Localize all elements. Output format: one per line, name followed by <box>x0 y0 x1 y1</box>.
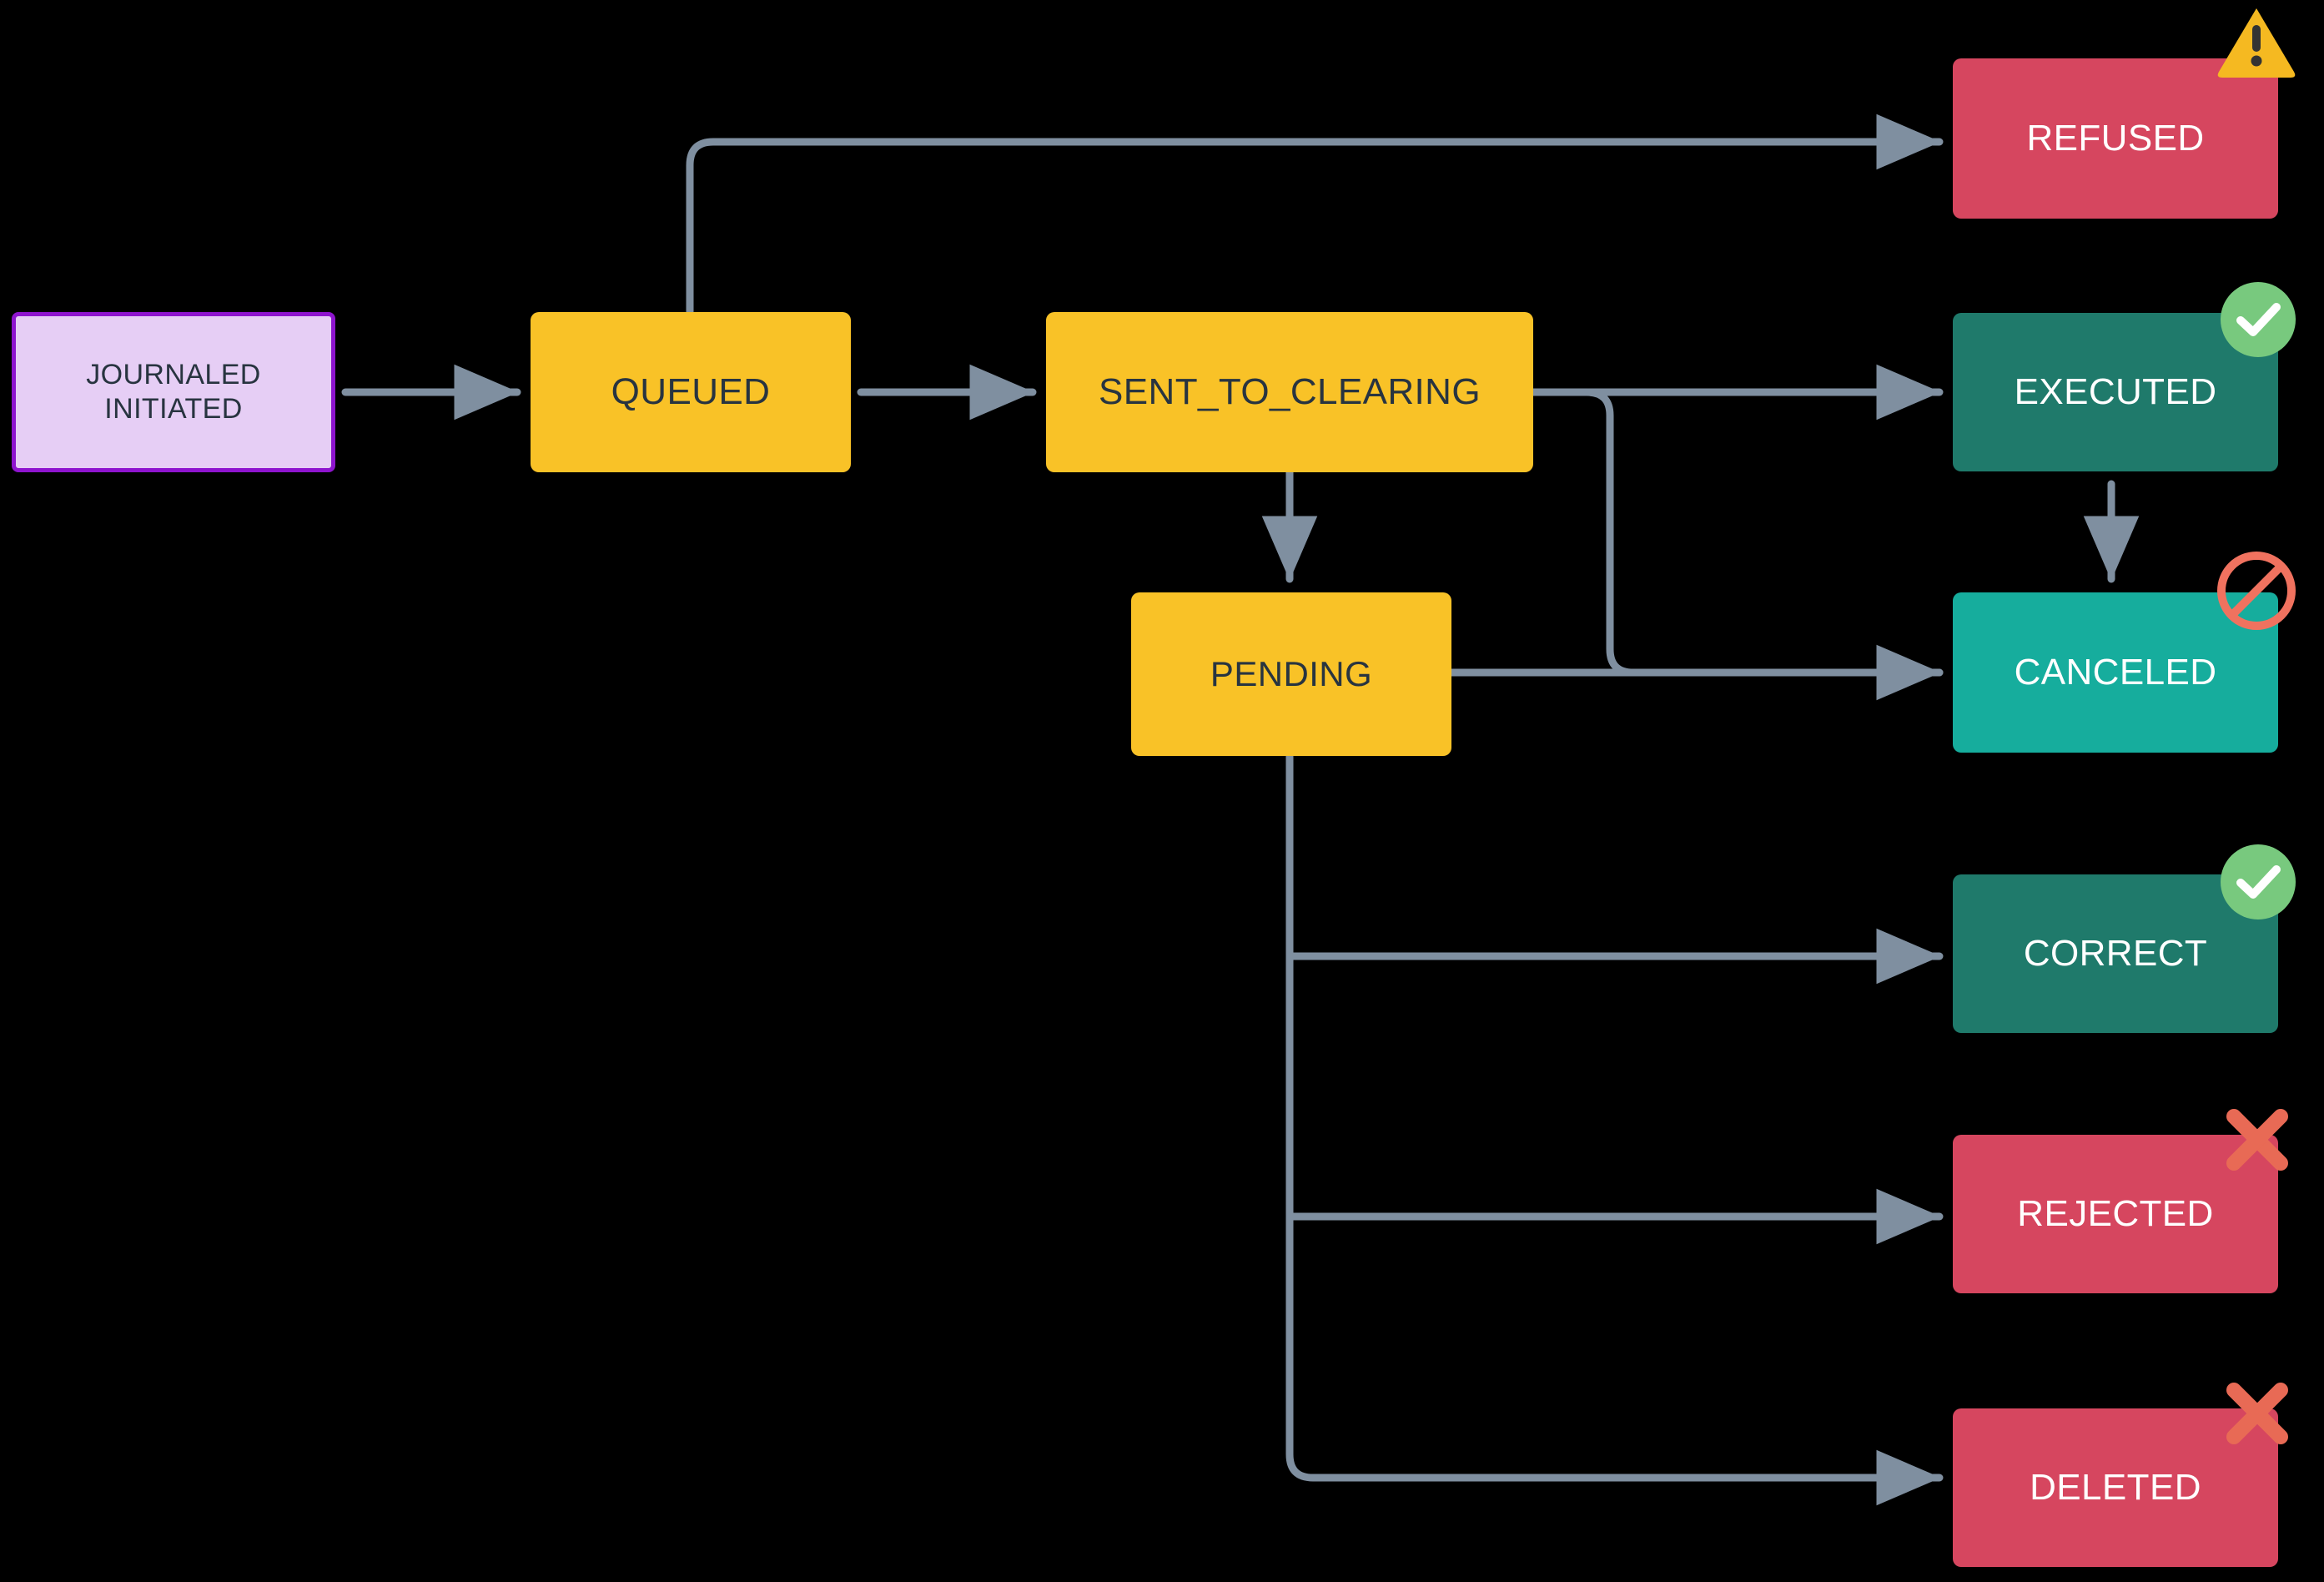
node-label: PENDING <box>1210 654 1373 694</box>
node-deleted[interactable]: DELETED <box>1953 1408 2278 1567</box>
edge-pending-trunk <box>1285 752 1944 1506</box>
node-label: REJECTED <box>2017 1193 2214 1235</box>
edge-queued-to-refused <box>686 113 1944 316</box>
edge-sent-to-clearing-to-canceled <box>1529 388 1944 677</box>
node-queued[interactable]: QUEUED <box>531 312 851 472</box>
node-rejected[interactable]: REJECTED <box>1953 1135 2278 1293</box>
node-label: DELETED <box>2030 1467 2201 1509</box>
node-journaled-initiated[interactable]: JOURNALED INITIATED <box>12 312 335 472</box>
node-label: CANCELED <box>2014 652 2217 693</box>
node-pending[interactable]: PENDING <box>1131 592 1451 756</box>
node-label: SENT_TO_CLEARING <box>1099 371 1481 413</box>
node-label: REFUSED <box>2026 118 2205 159</box>
node-executed[interactable]: EXECUTED <box>1953 313 2278 471</box>
node-sent-to-clearing[interactable]: SENT_TO_CLEARING <box>1046 312 1533 472</box>
node-refused[interactable]: REFUSED <box>1953 58 2278 219</box>
node-label: JOURNALED INITIATED <box>86 358 261 425</box>
node-correct[interactable]: CORRECT <box>1953 874 2278 1033</box>
node-canceled[interactable]: CANCELED <box>1953 592 2278 753</box>
node-label: EXECUTED <box>2014 371 2217 413</box>
node-label: CORRECT <box>2023 933 2208 975</box>
node-label: QUEUED <box>611 371 771 413</box>
